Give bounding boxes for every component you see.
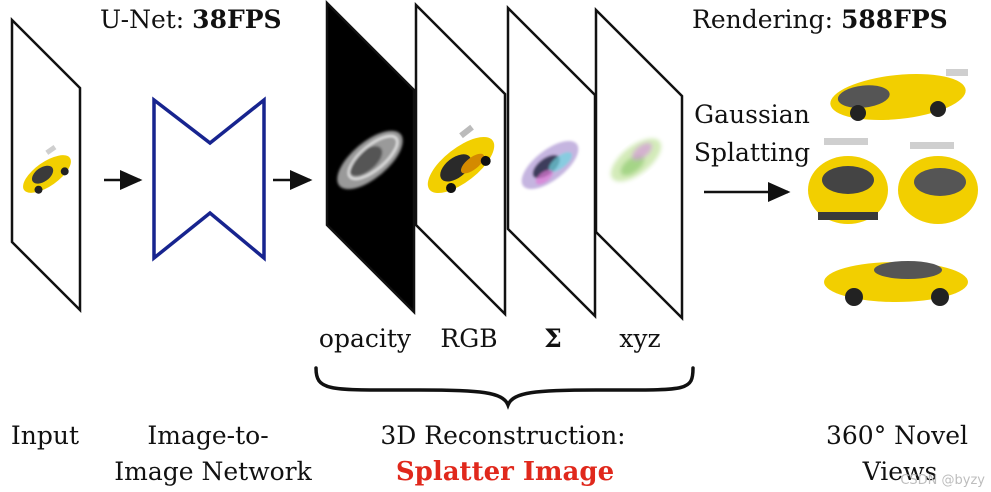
stage-network-caption-line2: Image Network bbox=[114, 457, 312, 486]
opacity-plane bbox=[325, 0, 416, 316]
stage-network-caption-line1: Image-to- bbox=[147, 421, 268, 450]
unet-hourglass-shape bbox=[152, 96, 266, 262]
gaussian-label-line1: Gaussian bbox=[694, 100, 810, 129]
novel-view-car-front bbox=[808, 138, 888, 224]
channel-label-xyz: xyz bbox=[619, 324, 660, 353]
stage-views-caption-line1: 360° Novel bbox=[826, 421, 968, 450]
novel-view-car-top bbox=[830, 69, 968, 121]
channel-label-rgb: RGB bbox=[440, 324, 497, 353]
channel-label-sigma: Σ bbox=[544, 324, 562, 353]
input-plane bbox=[10, 16, 82, 314]
stage-recon-caption-line2: Splatter Image bbox=[396, 457, 614, 487]
stage-recon-caption-line1: 3D Reconstruction: bbox=[380, 421, 625, 450]
gaussian-label-line2: Splatting bbox=[694, 138, 810, 167]
novel-view-car-side bbox=[824, 261, 968, 306]
watermark: CSDN @byzy bbox=[900, 473, 985, 488]
splatter-brace bbox=[314, 366, 695, 410]
channel-label-opacity: opacity bbox=[319, 324, 412, 353]
render-fps-label: Rendering: 588FPS bbox=[692, 5, 948, 34]
stage-input-caption: Input bbox=[11, 421, 79, 450]
sigma-plane bbox=[506, 4, 597, 320]
novel-view-car-rear bbox=[898, 142, 978, 224]
rgb-plane bbox=[414, 1, 507, 318]
xyz-plane bbox=[594, 6, 684, 322]
unet-fps-label: U-Net: 38FPS bbox=[100, 5, 282, 34]
stage-views-caption-line2: Views bbox=[862, 457, 938, 486]
input-car-image bbox=[23, 144, 71, 194]
